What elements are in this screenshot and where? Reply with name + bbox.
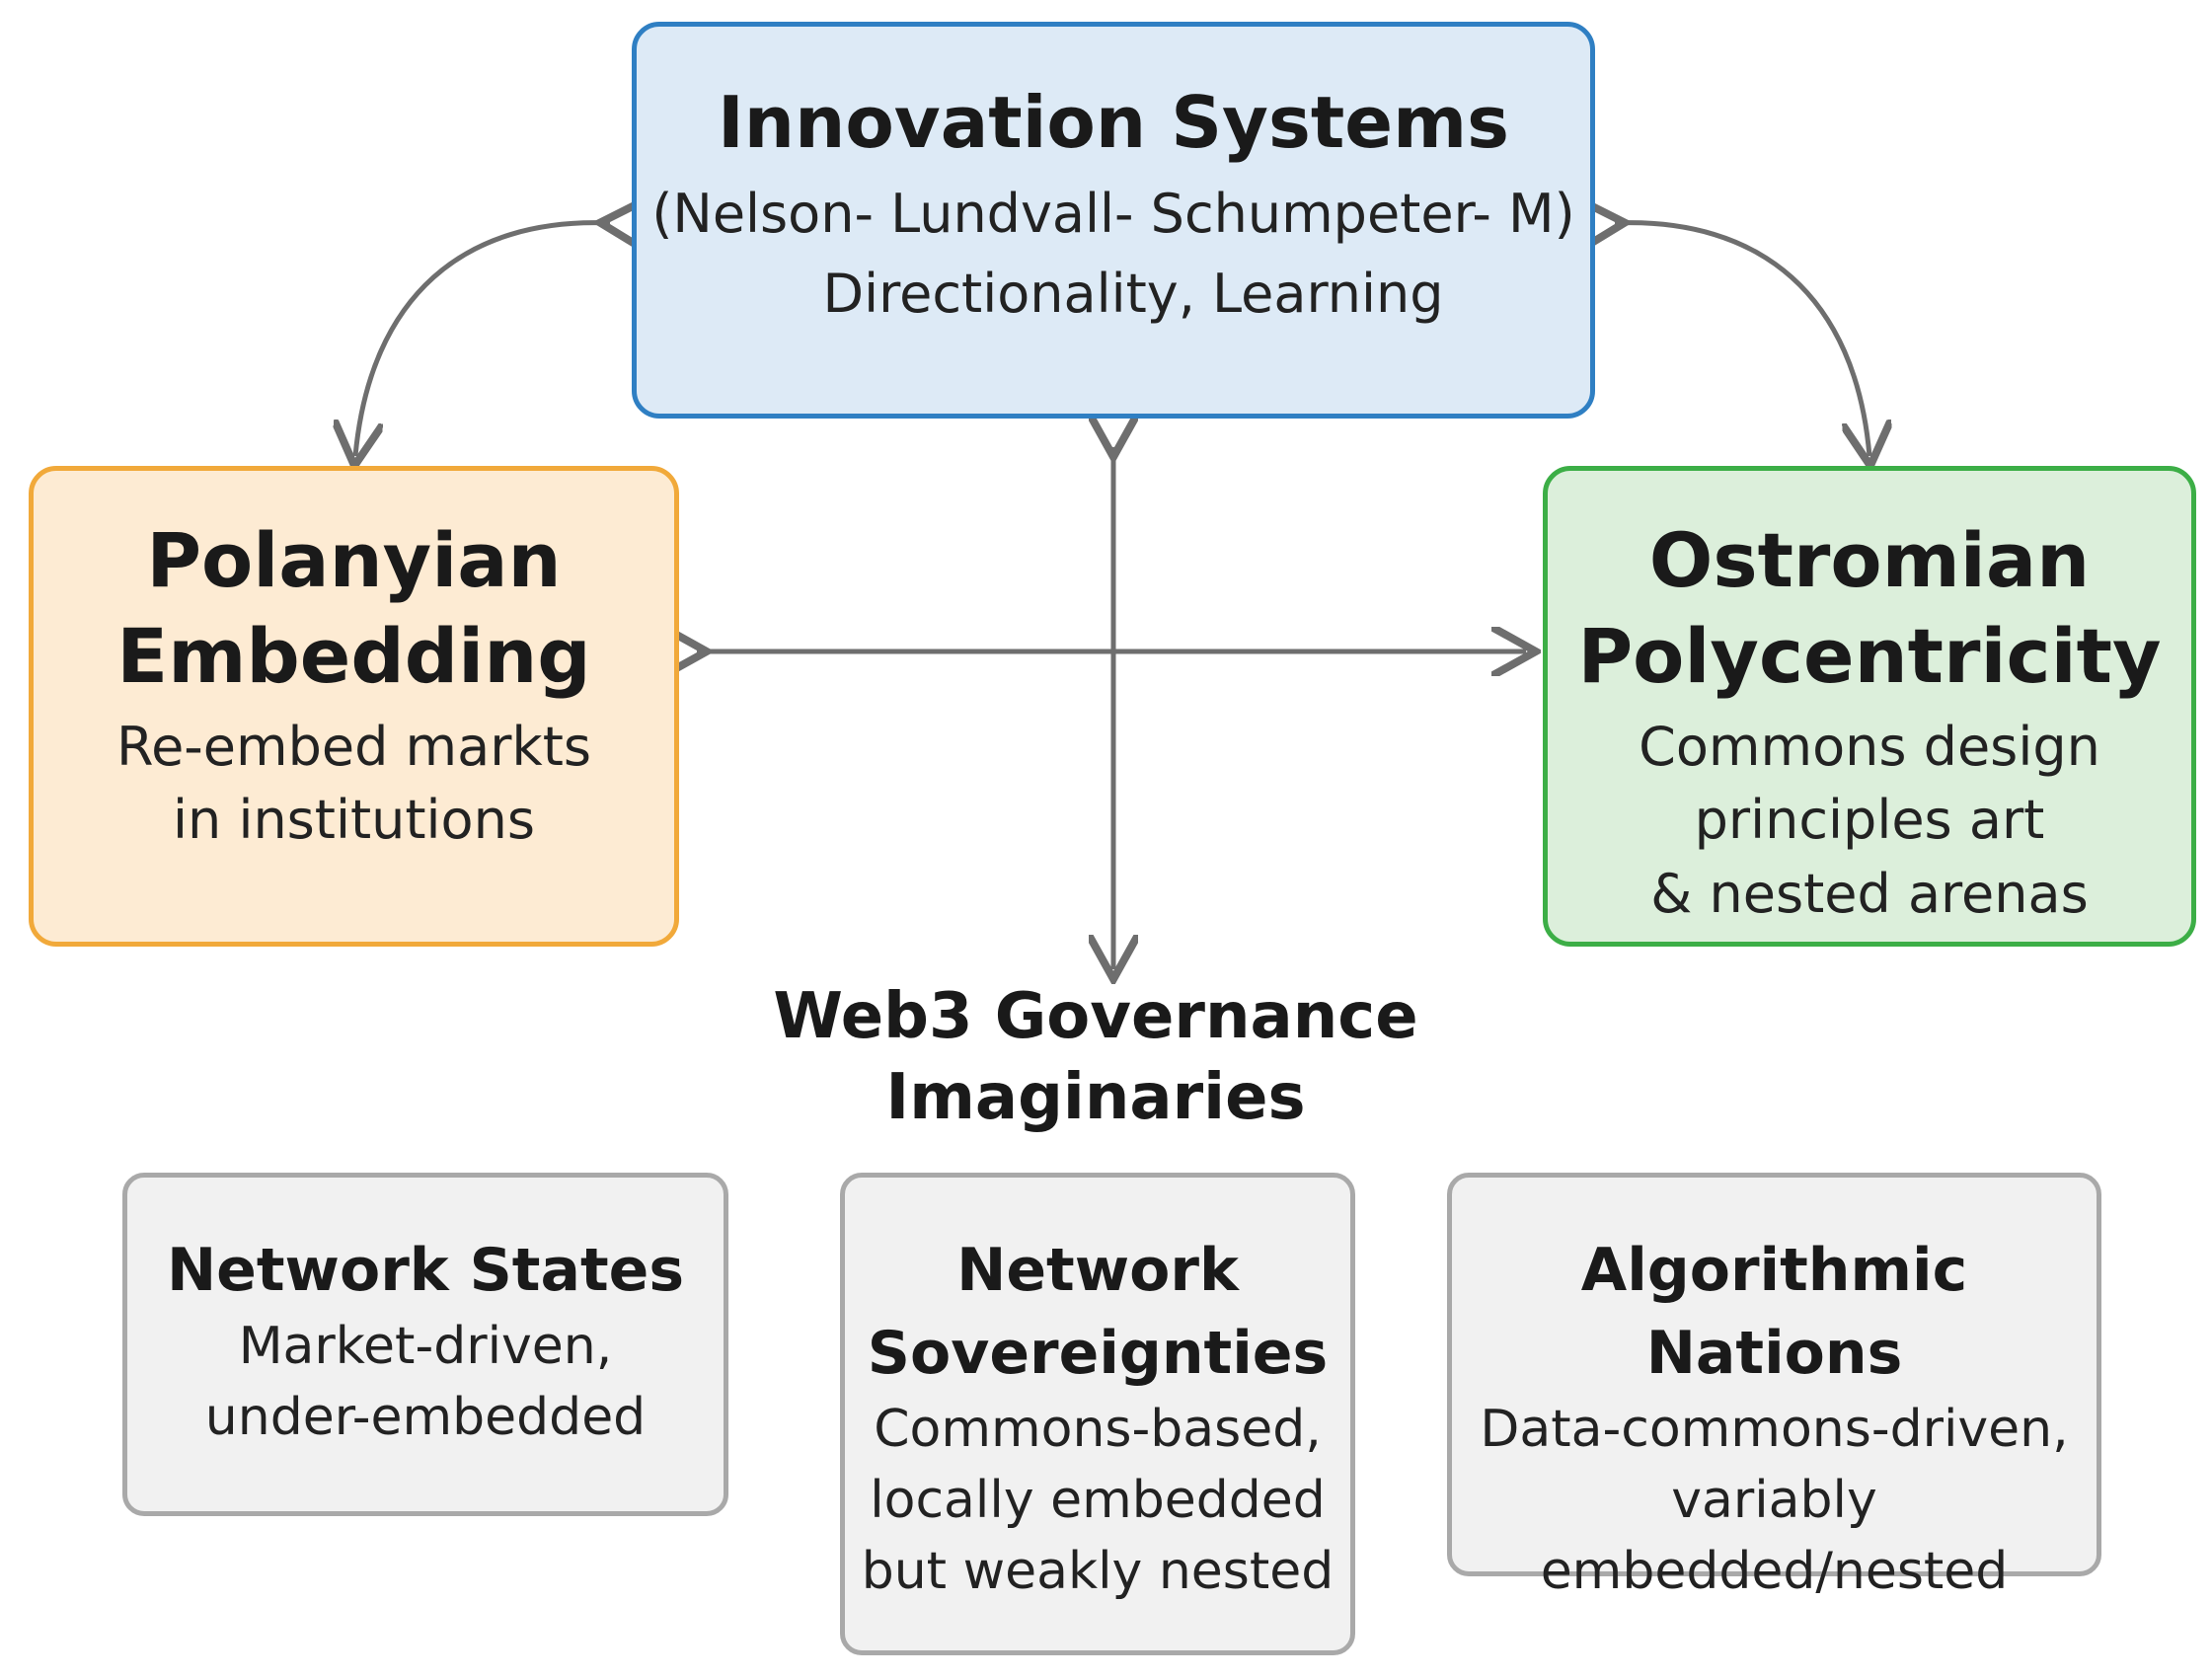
algorithmic-nations-desc-line-3: embedded/nested	[1540, 1541, 2009, 1601]
network-sovereignties-desc-line-3: but weakly nested	[861, 1541, 1335, 1601]
innovation-systems-title: Innovation Systems	[718, 81, 1509, 164]
polanyian-title-line-2: Embedding	[116, 612, 591, 701]
network-states-description: Market-driven, under-embedded	[127, 1312, 724, 1454]
polanyian-desc-line-1: Re-embed markts	[115, 715, 592, 778]
polanyian-embedding-box: Polanyian Embedding Re-embed markts in i…	[29, 466, 679, 947]
ostromian-title-line-1: Ostromian	[1648, 516, 2091, 604]
web3-title-line-1: Web3 Governance	[773, 980, 1418, 1053]
ostromian-desc-line-1: Commons design	[1639, 715, 2100, 778]
ostromian-polycentricity-title: Ostromian Polycentricity	[1548, 512, 2191, 705]
web3-governance-imaginaries-heading: Web3 Governance Imaginaries	[750, 977, 1441, 1139]
innovation-systems-authors: (Nelson- Lundvall- Schumpeter- M)	[651, 183, 1575, 246]
network-states-desc-line-2: under-embedded	[204, 1387, 647, 1447]
ostromian-polycentricity-description: Commons design principles art & nested a…	[1548, 711, 2191, 932]
arrow-innovation-polanyian	[355, 223, 610, 456]
ostromian-desc-line-3: & nested arenas	[1650, 862, 2089, 925]
ostromian-desc-line-2: principles art	[1694, 789, 2045, 852]
network-states-desc-line-1: Market-driven,	[238, 1317, 613, 1376]
innovation-systems-box: Innovation Systems (Nelson- Lundvall- Sc…	[632, 22, 1595, 419]
innovation-systems-themes: Directionality, Learning	[822, 263, 1444, 326]
polanyian-title-line-1: Polanyian	[146, 516, 562, 604]
network-sovereignties-title-line-1: Network	[956, 1236, 1239, 1305]
algorithmic-nations-box: Algorithmic Nations Data-commons-driven,…	[1447, 1173, 2101, 1601]
arrow-innovation-ostromian	[1615, 223, 1869, 456]
network-sovereignties-box: Network Sovereignties Commons-based, loc…	[840, 1173, 1355, 1655]
network-states-box: Network States Market-driven, under-embe…	[122, 1173, 728, 1516]
polanyian-embedding-title: Polanyian Embedding	[34, 512, 674, 705]
network-sovereignties-title-line-2: Sovereignties	[867, 1319, 1329, 1388]
polanyian-desc-line-2: in institutions	[173, 789, 535, 852]
algorithmic-nations-title: Algorithmic Nations	[1580, 1236, 1968, 1388]
algorithmic-nations-desc-line-2: variably	[1671, 1470, 1877, 1530]
web3-title-line-2: Imaginaries	[885, 1060, 1306, 1134]
network-sovereignties-description: Commons-based, locally embedded but weak…	[845, 1395, 1350, 1607]
algorithmic-nations-description: Data-commons-driven, variably embedded/n…	[1452, 1395, 2097, 1607]
polanyian-embedding-description: Re-embed markts in institutions	[34, 711, 674, 858]
network-sovereignties-title: Network Sovereignties	[845, 1229, 1350, 1395]
ostromian-title-line-2: Polycentricity	[1577, 612, 2162, 701]
network-sovereignties-desc-line-1: Commons-based,	[874, 1400, 1322, 1459]
network-sovereignties-desc-line-2: locally embedded	[870, 1470, 1326, 1530]
network-states-title: Network States	[166, 1236, 685, 1305]
algorithmic-nations-desc-line-1: Data-commons-driven,	[1480, 1400, 2069, 1459]
ostromian-polycentricity-box: Ostromian Polycentricity Commons design …	[1543, 466, 2196, 947]
